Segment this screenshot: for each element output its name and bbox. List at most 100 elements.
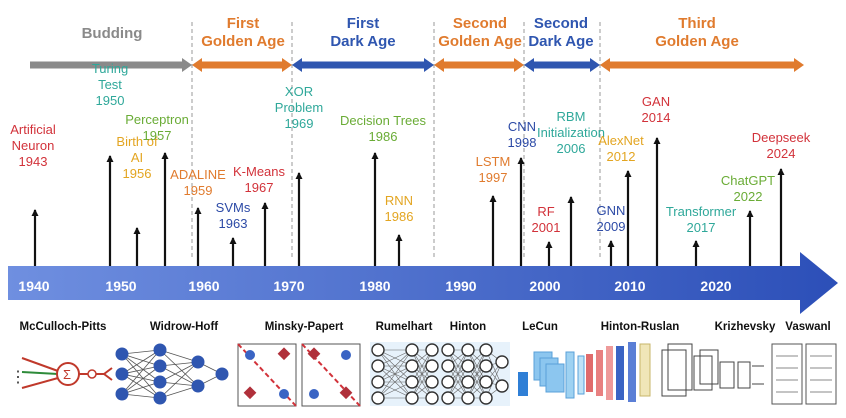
ellipsis-icon: ⋮ — [10, 369, 26, 386]
network-node — [441, 343, 455, 357]
network-node — [495, 379, 509, 393]
decade-label: 1960 — [188, 278, 219, 294]
decade-label: 1940 — [18, 278, 49, 294]
era-arrow-head — [794, 58, 804, 72]
network-node — [425, 343, 439, 357]
event-stem-arrowhead — [31, 209, 39, 216]
network-node — [461, 391, 475, 405]
event-stem-arrowhead — [229, 237, 237, 244]
network-node — [425, 391, 439, 405]
era-arrow-head — [434, 58, 444, 72]
mlp-illustrations — [370, 342, 510, 406]
event-markers: ArtificialNeuron1943TuringTest1950Birth … — [10, 61, 811, 268]
network-node — [461, 359, 475, 373]
era-arrow-head — [192, 58, 202, 72]
event-stem-arrowhead — [777, 168, 785, 175]
era-arrow-head — [590, 58, 600, 72]
era-arrow-head — [292, 58, 302, 72]
event-label-line: RNN — [385, 193, 413, 208]
network-node — [495, 355, 509, 369]
decade-label: 2020 — [700, 278, 731, 294]
event-stem-arrowhead — [133, 227, 141, 234]
event-label-line: CNN — [508, 119, 536, 134]
researcher-name: Rumelhart — [376, 321, 433, 333]
era-label-line: Dark Age — [528, 33, 593, 50]
event-stem-arrowhead — [395, 234, 403, 241]
event-label-line: 1967 — [245, 180, 274, 195]
event-label-line: SVMs — [216, 200, 251, 215]
event-label-line: 2024 — [767, 146, 796, 161]
adaline-network-illustration — [115, 343, 229, 405]
network-node — [479, 343, 493, 357]
xor-plot-illustration — [237, 343, 361, 407]
event-label-line: ChatGPT — [721, 173, 775, 188]
network-node — [441, 391, 455, 405]
era-label-line: Dark Age — [330, 33, 395, 50]
event-label-line: 1957 — [143, 128, 172, 143]
network-node — [115, 347, 129, 361]
researcher-name: Krizhevsky — [715, 321, 776, 333]
event-label-line: GNN — [597, 203, 626, 218]
network-node — [215, 367, 229, 381]
network-node — [479, 359, 493, 373]
neuron-illustration: ⋮ Σ — [10, 357, 113, 389]
era-arrow-head — [514, 58, 524, 72]
network-node — [153, 391, 167, 405]
event-stem-arrowhead — [545, 241, 553, 248]
network-node — [441, 359, 455, 373]
event-label-line: 1959 — [184, 183, 213, 198]
event-label-line: 1998 — [508, 135, 537, 150]
event-label-line: Birth of — [116, 134, 158, 149]
network-node — [461, 375, 475, 389]
event-label-line: XOR — [285, 84, 313, 99]
event-stem-arrowhead — [607, 240, 615, 247]
network-node — [153, 375, 167, 389]
network-node — [371, 359, 385, 373]
era-label-line: Third — [678, 15, 716, 32]
network-node — [441, 375, 455, 389]
event-label-line: 1950 — [96, 93, 125, 108]
event-label-line: 1986 — [369, 129, 398, 144]
event-stem-arrowhead — [106, 155, 114, 162]
event-label-line: Problem — [275, 100, 323, 115]
timeline-axis-arrow — [8, 252, 838, 314]
cnn-illustration — [518, 351, 585, 399]
network-node — [425, 375, 439, 389]
network-node — [115, 367, 129, 381]
event-label-line: Transformer — [666, 204, 737, 219]
event-label-line: Turing — [92, 61, 128, 76]
network-node — [191, 379, 205, 393]
decade-label: 1990 — [445, 278, 476, 294]
network-node — [371, 391, 385, 405]
event-label-line: Initialization — [537, 125, 605, 140]
era-arrow-head — [524, 58, 534, 72]
event-stem-arrowhead — [161, 152, 169, 159]
event-label-line: K-Means — [233, 164, 286, 179]
network-node — [115, 387, 129, 401]
event-stem-arrowhead — [567, 196, 575, 203]
event-stem-arrowhead — [371, 152, 379, 159]
researcher-name: Widrow-Hoff — [150, 321, 218, 333]
era-arrow-head — [282, 58, 292, 72]
network-node — [461, 343, 475, 357]
network-node — [405, 391, 419, 405]
era-arrow-head — [182, 58, 192, 72]
event-label-line: AlexNet — [598, 133, 644, 148]
event-label-line: RBM — [557, 109, 586, 124]
alexnet-illustration — [661, 343, 764, 397]
decade-label: 1970 — [273, 278, 304, 294]
event-label-line: 2006 — [557, 141, 586, 156]
era-label-line: First — [347, 15, 380, 32]
researcher-name: Vaswanl — [785, 321, 830, 333]
event-label-line: Perceptron — [125, 112, 189, 127]
event-label-line: Deepseek — [752, 130, 811, 145]
event-label-line: AI — [131, 150, 143, 165]
network-node — [425, 359, 439, 373]
era-label-line: First — [227, 15, 260, 32]
era-label-line: Budding — [82, 25, 143, 42]
event-stem-arrowhead — [261, 202, 269, 209]
event-label-line: Decision Trees — [340, 113, 426, 128]
event-label-line: 2017 — [687, 220, 716, 235]
